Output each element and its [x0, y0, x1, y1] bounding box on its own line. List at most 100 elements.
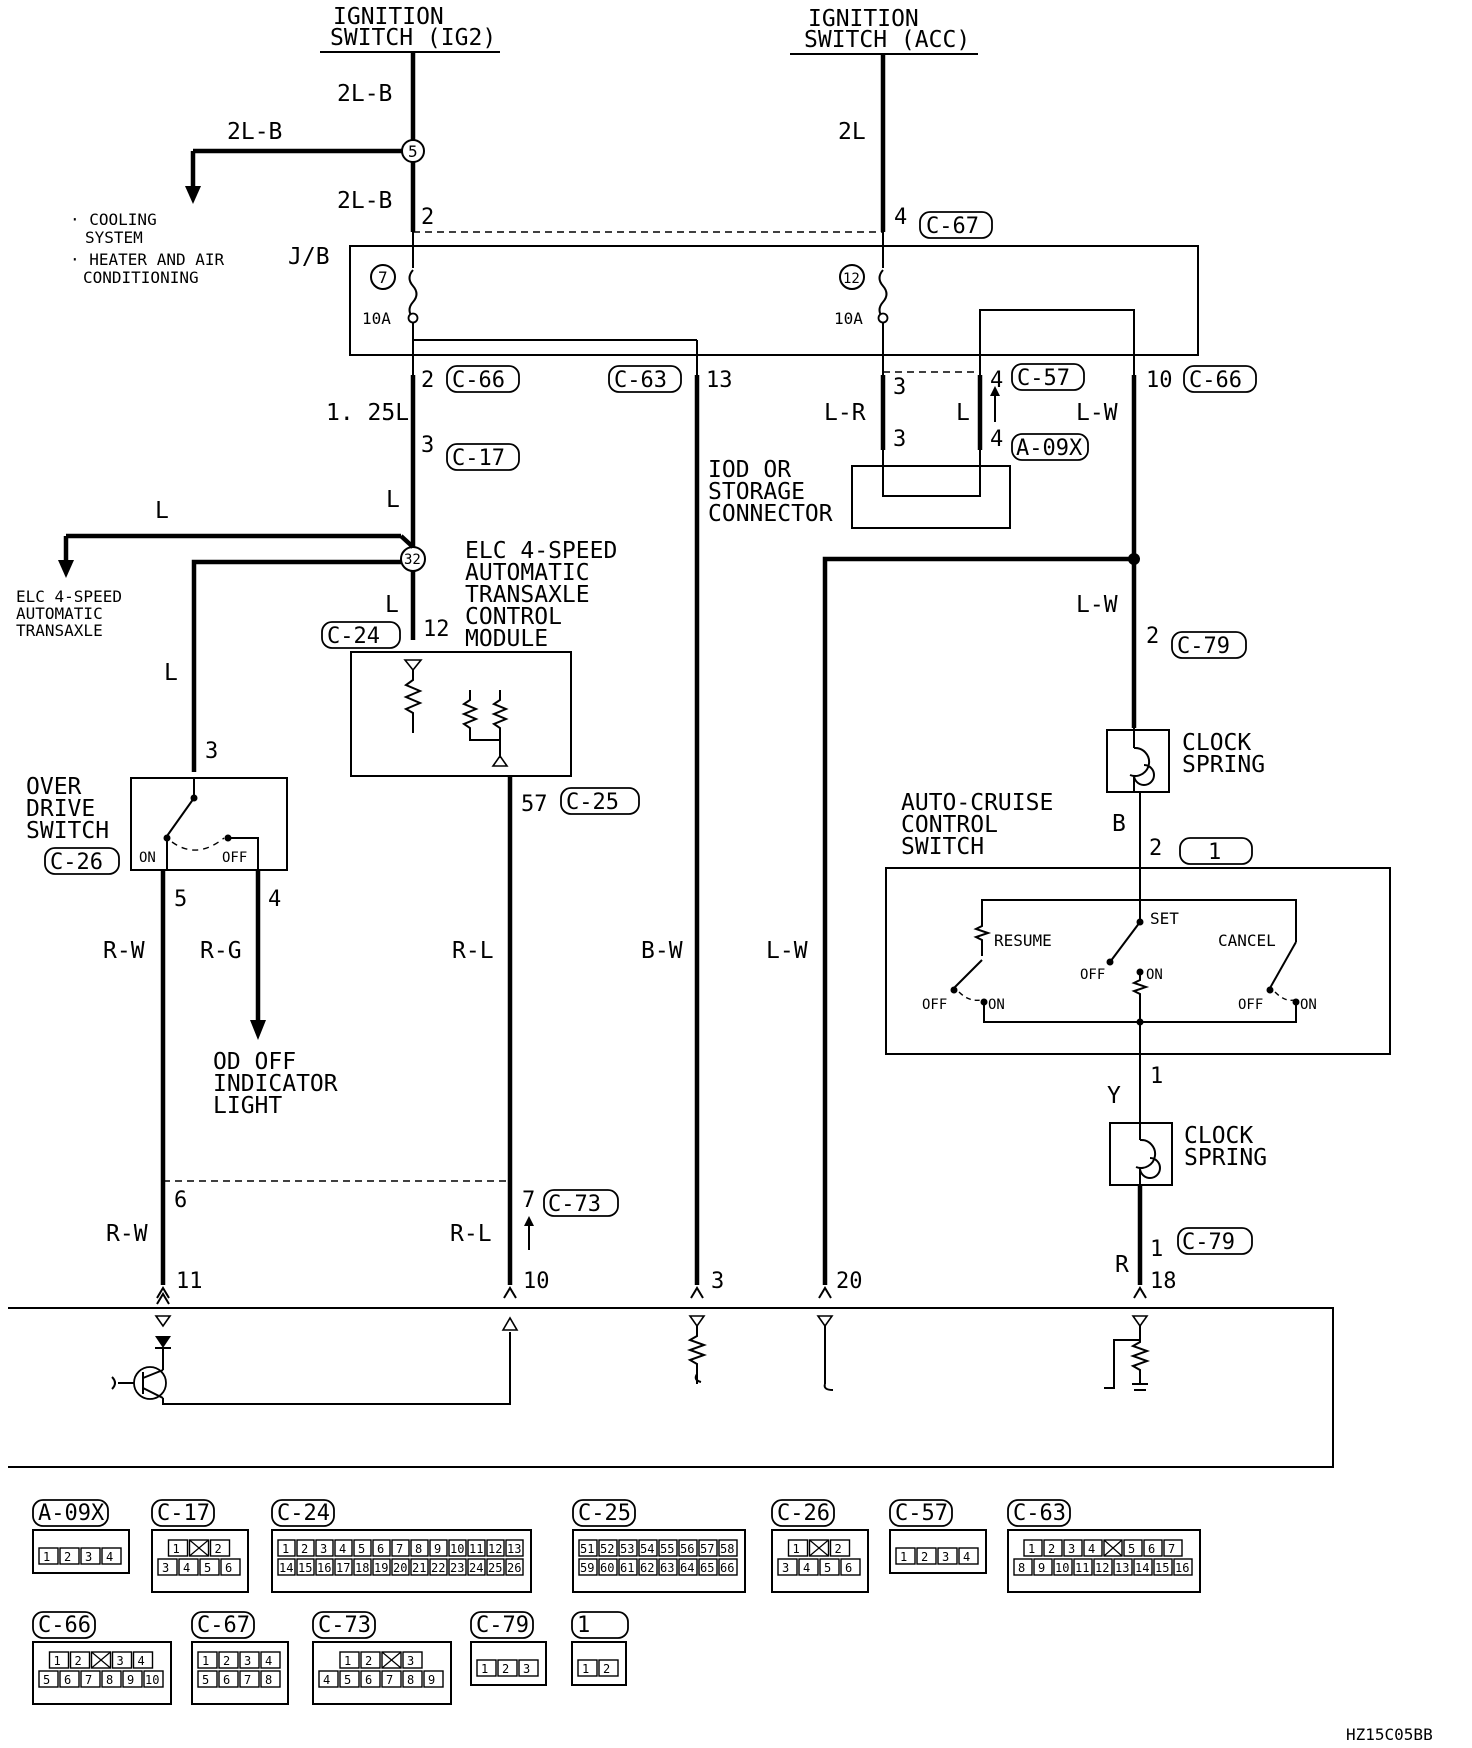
wire-color-label: R-L [452, 938, 494, 964]
switch-label: SWITCH [26, 818, 109, 844]
connector-pin: 4 [339, 1542, 346, 1556]
module-label: MODULE [465, 626, 548, 652]
connector-pin: 16 [1175, 1561, 1189, 1575]
cruise-switch-label: AUTO-CRUISE [901, 790, 1053, 816]
connector-pin: 1 [481, 1662, 488, 1676]
arrow-icon [58, 560, 74, 578]
cooling-note-4: CONDITIONING [83, 268, 199, 287]
connector-pin: 4 [138, 1654, 145, 1668]
connector-pin: 2 [301, 1542, 308, 1556]
connector-pin: 3 [320, 1542, 327, 1556]
spring-icon [1135, 1122, 1161, 1185]
connector-pin: 5 [202, 1673, 209, 1687]
cooling-note-2: SYSTEM [85, 228, 143, 247]
cancel-label: CANCEL [1218, 931, 1276, 950]
connector-pin: 15 [298, 1561, 312, 1575]
connector-pin: 3 [782, 1561, 789, 1575]
connector-pin: 5 [204, 1561, 211, 1575]
connector-pin: 4 [803, 1561, 810, 1575]
connector-pin: 2 [64, 1550, 71, 1564]
connector-pin: 9 [127, 1673, 134, 1687]
connector-pin: 25 [488, 1561, 502, 1575]
connector-pin: 8 [265, 1673, 272, 1687]
connector-id: C-26 [50, 850, 103, 875]
wire-color-label: L [956, 400, 970, 426]
connector-pin: 8 [1018, 1561, 1025, 1575]
over-drive-switch: OVER DRIVE SWITCH C-26 ON OFF [26, 774, 288, 875]
connector-pin: 51 [580, 1542, 594, 1556]
resistor-icon [687, 1326, 707, 1384]
connector-pin: 1 [344, 1654, 351, 1668]
pin-number: 13 [706, 368, 733, 393]
connector-pin: 1 [900, 1550, 907, 1564]
cruise-switch-label: SWITCH [901, 834, 984, 860]
clock-spring-upper: CLOCK SPRING [1106, 728, 1265, 793]
connector-pin: 26 [507, 1561, 521, 1575]
pin-number: 3 [205, 739, 218, 764]
bottom-control-unit [8, 1307, 1334, 1468]
connector-pin: 18 [355, 1561, 369, 1575]
connector-pin: 22 [431, 1561, 445, 1575]
connector-pin: 4 [323, 1673, 330, 1687]
connector-pin: 8 [407, 1673, 414, 1687]
connector-pin: 7 [1168, 1542, 1175, 1556]
pin-number: 2 [1146, 624, 1159, 649]
connector-pin: 55 [660, 1542, 674, 1556]
connector-pin: 56 [680, 1542, 694, 1556]
arrow-icon [250, 1020, 266, 1040]
wire-color-label: 2L-B [227, 119, 282, 145]
switch-state-label: OFF [1238, 997, 1263, 1013]
pin-number: 1 [1150, 1064, 1163, 1089]
connector-pin: 10 [1055, 1561, 1069, 1575]
connector-pin: 6 [377, 1542, 384, 1556]
fuse-number-badge [370, 264, 396, 290]
elc-destination: AUTOMATIC [16, 604, 103, 623]
fuse-rating: 10A [834, 309, 863, 328]
indicator-label: LIGHT [213, 1093, 282, 1119]
connector-pin: 53 [620, 1542, 634, 1556]
connector-pin: 65 [700, 1561, 714, 1575]
connector-id: C-79 [476, 1613, 529, 1638]
connector-pin: 6 [365, 1673, 372, 1687]
jb-label: J/B [288, 244, 330, 270]
connector-id: C-24 [327, 624, 380, 649]
wire-color-label: 2L [838, 119, 866, 145]
connector-pin: 10 [450, 1542, 464, 1556]
pin-number: 7 [522, 1188, 535, 1213]
connector-pin: 5 [824, 1561, 831, 1575]
acc-feed-wire: 2L 4 C-67 [838, 54, 993, 239]
connector-pin: 4 [963, 1550, 970, 1564]
connector-pin: 4 [265, 1654, 272, 1668]
connector-badge [919, 211, 993, 239]
connector-pin: 7 [244, 1673, 251, 1687]
connector-pin: 2 [835, 1542, 842, 1556]
switch-label: OVER [26, 774, 82, 800]
switch-state-label: ON [1146, 967, 1163, 983]
connector-id: C-79 [1182, 1230, 1235, 1255]
connector-pin: 20 [393, 1561, 407, 1575]
acc-label-line1: IGNITION [808, 6, 919, 32]
pin-number: 3 [893, 427, 906, 452]
pin-number: 3 [421, 433, 434, 458]
clock-spring-label: CLOCK [1182, 730, 1251, 756]
wire-color-label: B-W [641, 938, 683, 964]
switch-state-label: OFF [922, 997, 947, 1013]
elc-destination: TRANSAXLE [16, 621, 103, 640]
wire-color-label: 2L-B [337, 81, 392, 107]
connector-id: C-66 [1189, 368, 1242, 393]
resume-label: RESUME [994, 931, 1052, 950]
fuse-icon [878, 269, 888, 319]
connector-pin: 2 [603, 1662, 610, 1676]
connector-id: C-66 [38, 1613, 91, 1638]
connector-pin: 1 [1028, 1542, 1035, 1556]
pin-number: 4 [990, 427, 1003, 452]
connector-pin: 7 [85, 1673, 92, 1687]
iod-label: IOD OR [708, 457, 791, 483]
connector-pin: 61 [620, 1561, 634, 1575]
